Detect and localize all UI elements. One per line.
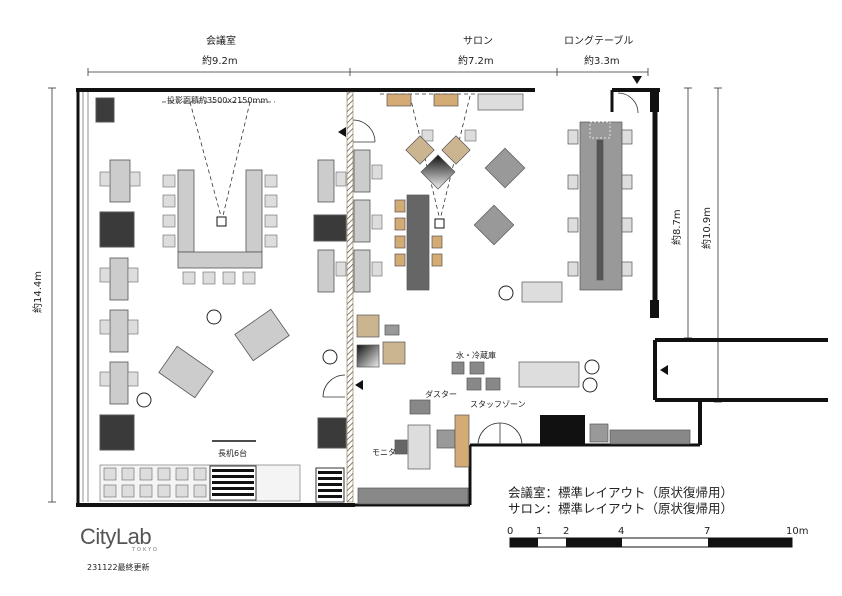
- lower-salon: [356, 314, 691, 505]
- logo-sub: TOKYO: [132, 547, 159, 553]
- tables-label: 長机6台: [218, 449, 248, 458]
- scale-tick-2: 2: [563, 526, 570, 537]
- dark-blocks: [95, 97, 347, 451]
- arrow-markers: [338, 76, 668, 390]
- conference-title: 会議室: [206, 36, 236, 47]
- legend-line-2: サロン：標準レイアウト（原状復帰用）: [508, 501, 734, 516]
- salon-width: 約7.2m: [458, 56, 494, 67]
- long-table-title: ロングテーブル: [564, 36, 634, 47]
- scale-tick-1: 1: [536, 526, 543, 537]
- citylab-logo: CityLab TOKYO: [80, 524, 157, 554]
- long-table-width: 約3.3m: [584, 56, 620, 67]
- updated-label: 231122最終更新: [87, 563, 150, 572]
- legend-line-1: 会議室：標準レイアウト（原状復帰用）: [508, 485, 734, 500]
- conference-tables: [109, 149, 371, 405]
- plants: [136, 285, 600, 408]
- water-fridge-label: 水・冷蔵庫: [456, 351, 496, 360]
- long-desk-stack: [209, 465, 345, 503]
- staff-zone-label: スタッフゾーン: [470, 400, 526, 409]
- chairs: [99, 129, 477, 387]
- logo-text: CityLab: [80, 524, 152, 549]
- salon-title: サロン: [463, 36, 493, 47]
- scale-tick-4: 4: [618, 526, 625, 537]
- monitor-label: モニター: [372, 448, 404, 457]
- dimension-lines: [48, 68, 722, 503]
- door-swings: [322, 92, 639, 446]
- projection-label: 投影面積約3500x2150mm: [167, 96, 269, 105]
- scale-tick-7: 7: [704, 526, 711, 537]
- conference-width: 約9.2m: [202, 56, 238, 67]
- scale-tick-10m: 10m: [786, 526, 809, 537]
- salon-furniture: [386, 93, 633, 303]
- stacked-chairs: [99, 464, 301, 502]
- scale-tick-0: 0: [507, 526, 514, 537]
- duster-label: ダスター: [425, 390, 457, 399]
